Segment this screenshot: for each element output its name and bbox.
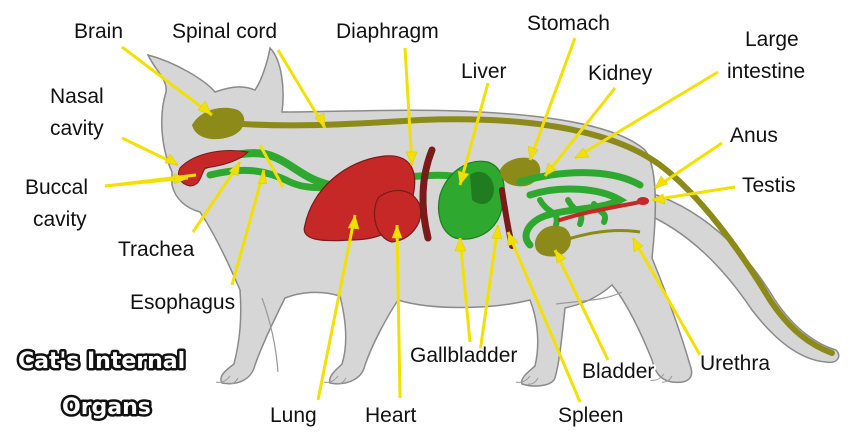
label-urethra: Urethra — [700, 352, 770, 375]
label-large-intestine-line1: Large — [745, 28, 799, 51]
label-nasal-cavity-line1: Nasal — [50, 85, 104, 108]
label-large-intestine-line2: intestine — [727, 60, 805, 83]
label-gallbladder: Gallbladder — [410, 344, 517, 367]
label-spinal-cord: Spinal cord — [172, 20, 277, 43]
label-stomach: Stomach — [527, 12, 610, 35]
label-lung: Lung — [270, 404, 317, 427]
bladder-shape — [534, 225, 571, 257]
label-heart: Heart — [365, 404, 417, 427]
label-kidney: Kidney — [588, 62, 653, 85]
testis-gland-shape — [637, 197, 649, 205]
label-diaphragm: Diaphragm — [336, 20, 439, 43]
nasal-buccal-shape — [177, 150, 250, 187]
labels: Brain Spinal cord Diaphragm Stomach Live… — [23, 10, 807, 429]
small-intestine-shape — [537, 197, 608, 228]
label-buccal-cavity-line1: Buccal — [25, 176, 88, 199]
testis-shape — [558, 200, 642, 222]
pointer-tips — [164, 100, 669, 264]
label-buccal-cavity-line2: cavity — [33, 208, 87, 231]
label-esophagus: Esophagus — [130, 291, 235, 314]
diaphragm-shape — [419, 146, 436, 242]
leg-line-1 — [261, 297, 279, 373]
label-bladder: Bladder — [582, 360, 654, 383]
label-trachea: Trachea — [118, 238, 195, 261]
paw-1 — [215, 375, 239, 385]
label-testis: Testis — [742, 174, 796, 197]
pointer-lines — [104, 37, 736, 403]
paw-2 — [323, 375, 347, 385]
label-liver: Liver — [461, 60, 507, 83]
title-line1: Cat's Internal — [18, 349, 185, 374]
title-line2: Organs — [62, 395, 151, 420]
brain-shape — [192, 107, 245, 140]
label-brain: Brain — [74, 20, 123, 43]
diagram-title: Cat's Internal Organs — [16, 347, 188, 423]
urethra-shape — [564, 228, 641, 242]
spinal-cord-shape — [212, 116, 835, 356]
leg-line-2 — [555, 291, 623, 305]
heart-shape — [373, 189, 422, 243]
label-anus: Anus — [730, 124, 778, 147]
paw-3 — [515, 375, 539, 385]
label-spleen: Spleen — [558, 404, 623, 427]
liver-lobe-shape — [470, 171, 494, 204]
label-nasal-cavity-line2: cavity — [50, 117, 104, 140]
paw-4 — [649, 373, 673, 383]
